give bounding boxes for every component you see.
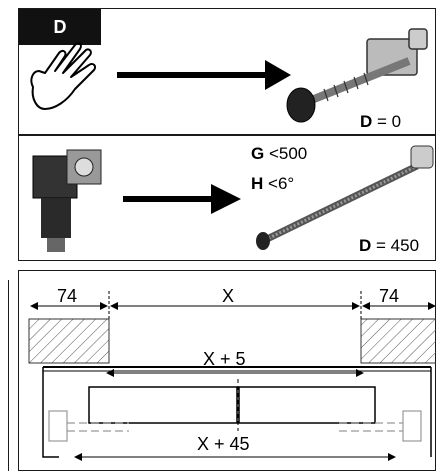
crank-rod — [256, 145, 434, 250]
dim-left-margin: 74 — [57, 286, 78, 306]
step-badge: D — [19, 9, 101, 45]
arrow-right-icon — [123, 184, 241, 214]
end-fittings — [48, 410, 422, 442]
condition-h: H <6° — [251, 174, 295, 193]
motor-diagram — [32, 145, 434, 252]
dim-right-margin: 74 — [379, 286, 400, 306]
hand-icon — [30, 42, 97, 110]
dim-inner: X + 5 — [203, 349, 246, 369]
motor-icon — [32, 149, 102, 252]
motor-operation-panel: G <500 H <6° D = 450 — [18, 135, 436, 261]
left-edge-panel — [0, 280, 9, 471]
dim-outer: X + 45 — [197, 434, 250, 454]
manual-diagram — [30, 28, 428, 123]
manual-operation-panel: D D = 0 — [18, 8, 436, 135]
right-wall — [360, 318, 436, 364]
manual-result: D = 0 — [360, 112, 402, 131]
motor-result: D = 450 — [359, 236, 420, 255]
manual-spindle — [286, 28, 428, 123]
left-wall — [28, 318, 110, 364]
dim-width: X — [222, 286, 235, 306]
condition-g: G <500 — [251, 144, 308, 163]
arrow-right-icon — [117, 60, 291, 90]
dimension-diagram-panel: 74 X 74 X + 5 X + 45 — [18, 270, 436, 471]
dimension-drawing — [28, 291, 436, 461]
